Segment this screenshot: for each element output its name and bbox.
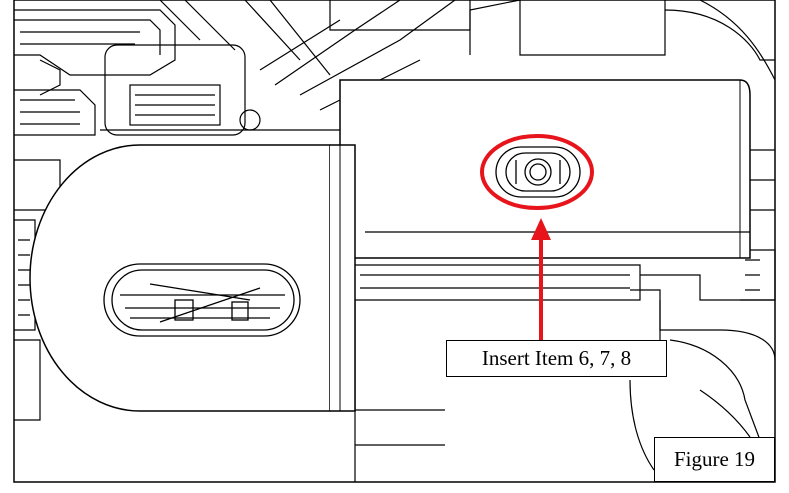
figure-number-label: Figure 19 — [654, 437, 775, 482]
callout-label: Insert Item 6, 7, 8 — [446, 340, 667, 377]
background-mechanism — [14, 0, 776, 482]
pointer-arrow — [531, 218, 551, 340]
figure-border — [13, 0, 776, 483]
slot-hole — [103, 263, 301, 337]
highlight-circle — [480, 134, 594, 210]
slotted-hole — [495, 146, 581, 198]
